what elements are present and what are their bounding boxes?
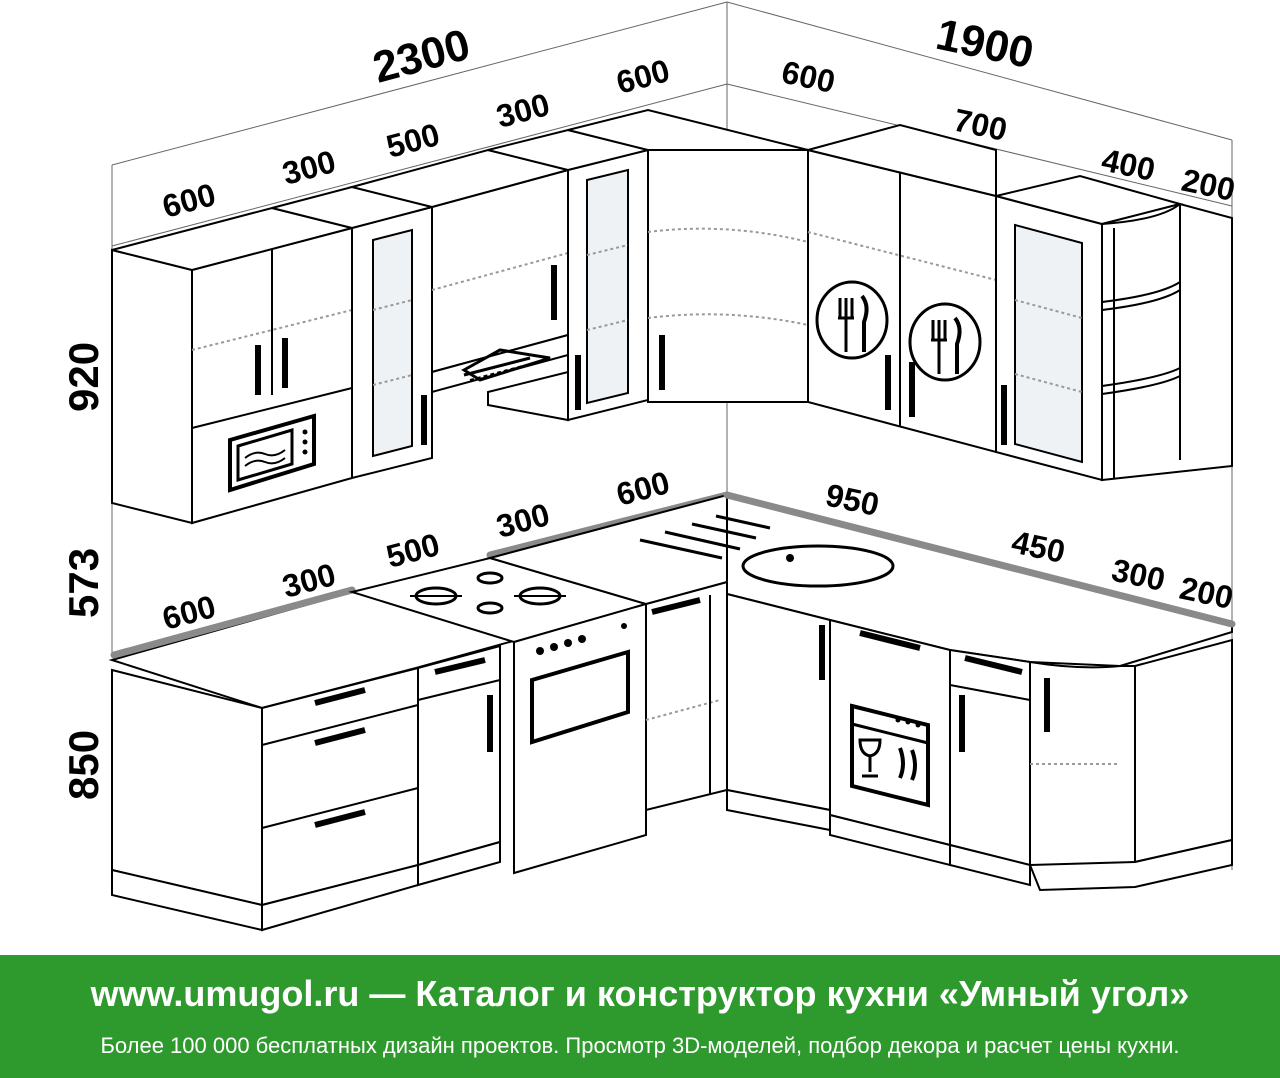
upper-cabinets-left: [111, 128, 649, 525]
dim-left-wall-total: 2300: [368, 20, 475, 93]
dim-lower-left: 300: [492, 496, 553, 545]
dim-height-lower: 850: [60, 730, 107, 800]
oven-icon: [530, 623, 630, 745]
dim-lower-left: 500: [382, 526, 443, 575]
dim-upper-left: 600: [158, 176, 219, 225]
banner-subtitle: Более 100 000 бесплатных дизайн проектов…: [100, 1033, 1180, 1058]
gas-hob-icon: [410, 571, 566, 615]
upper-cabinets-right: [807, 123, 1233, 482]
dim-lower-right: 950: [823, 477, 883, 523]
dim-upper-right: 400: [1099, 142, 1159, 188]
microwave-icon: [228, 413, 316, 493]
dim-upper-right: 200: [1179, 162, 1239, 208]
dim-lower-right: 300: [1109, 552, 1169, 598]
cutlery-decal-icon: [908, 302, 982, 382]
cutlery-decal-icon: [815, 280, 889, 360]
lower-cabinets-right: [639, 491, 1236, 892]
dim-height-gap: 573: [60, 548, 107, 618]
dishwasher-icon: [850, 703, 930, 808]
dim-upper-left: 300: [492, 86, 553, 135]
promo-banner: www.umugol.ru — Каталог и конструктор ку…: [0, 955, 1280, 1078]
upper-corner-cabinet: [567, 108, 809, 403]
dim-height-upper: 920: [60, 342, 107, 412]
sink-icon: [639, 514, 895, 588]
banner-title[interactable]: www.umugol.ru — Каталог и конструктор ку…: [90, 973, 1190, 1014]
dim-lower-left: 600: [612, 464, 673, 513]
dim-upper-right: 600: [779, 54, 839, 100]
kitchen-drawing: 2300 1900 600 300 500 300 600 600 700 40…: [60, 1, 1239, 932]
dim-upper-left: 500: [382, 116, 443, 165]
dim-lower-right: 450: [1009, 524, 1069, 570]
lower-cabinets-left: [108, 491, 731, 932]
range-hood-icon: [461, 348, 551, 382]
dim-upper-left: 300: [278, 143, 339, 192]
dim-right-wall-total: 1900: [932, 10, 1038, 78]
dim-upper-left: 600: [612, 52, 673, 101]
